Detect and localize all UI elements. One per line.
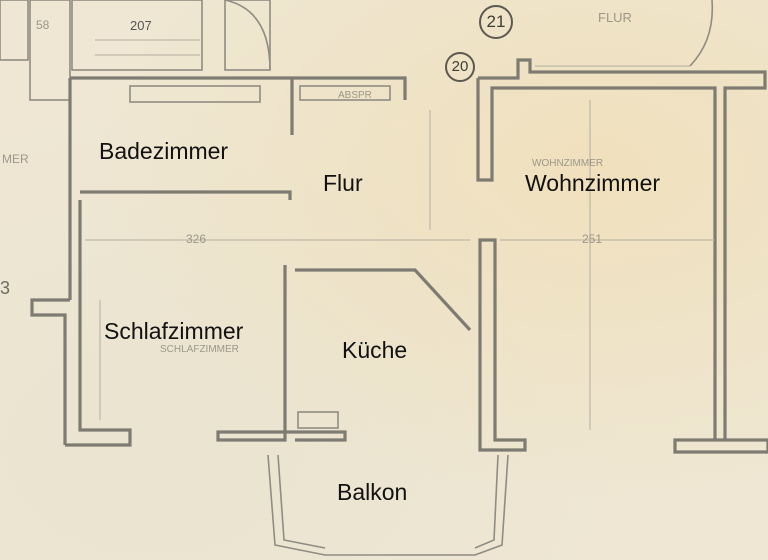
faded-schlafzimmer: SCHLAFZIMMER bbox=[160, 344, 239, 355]
wall-flur-top bbox=[292, 76, 407, 100]
wall-bath-bottom bbox=[80, 190, 292, 200]
faded-room-number: 207 bbox=[130, 18, 152, 33]
faded-mer: MER bbox=[2, 152, 29, 166]
wall-kitchen-bottom bbox=[290, 430, 347, 442]
wall-living-top bbox=[476, 78, 717, 440]
upper-stair-room bbox=[71, 0, 203, 71]
label-flur: Flur bbox=[323, 170, 363, 196]
door-arc-top-right bbox=[689, 0, 714, 67]
label-schlafzimmer: Schlafzimmer bbox=[104, 318, 244, 344]
room-marker-21-text: 21 bbox=[486, 12, 506, 31]
room-marker-20: 20 bbox=[445, 52, 475, 82]
upper-door-arc bbox=[224, 0, 271, 71]
faded-wohnzimmer: WOHNZIMMER bbox=[532, 158, 604, 169]
upper-left-room bbox=[29, 0, 71, 101]
label-wohnzimmer: Wohnzimmer bbox=[525, 170, 661, 196]
wall-kitchen-top bbox=[295, 268, 472, 332]
balcony-outline bbox=[267, 454, 509, 556]
faded-dim-251: 251 bbox=[582, 232, 603, 246]
faded-dim-326: 326 bbox=[186, 232, 207, 246]
room-marker-20-text: 20 bbox=[451, 58, 469, 75]
faded-abspr: ABSPR bbox=[338, 90, 372, 101]
wall-bedroom-right bbox=[216, 265, 290, 442]
label-balkon: Balkon bbox=[337, 479, 408, 505]
kitchen-stove bbox=[297, 411, 339, 429]
wall-living-top-right bbox=[478, 58, 767, 440]
faded-left-3: 3 bbox=[0, 278, 11, 298]
wall-bedroom-outer bbox=[30, 298, 70, 445]
wall-bedroom-left bbox=[65, 200, 132, 447]
upper-bath-fixtures bbox=[224, 0, 271, 71]
wall-living-bottom bbox=[673, 438, 768, 454]
faded-flur-top: FLUR bbox=[598, 10, 632, 25]
faded-58: 58 bbox=[36, 18, 50, 32]
wall-living-left bbox=[478, 238, 527, 452]
upper-left-closet bbox=[0, 0, 29, 61]
room-marker-21: 21 bbox=[479, 5, 513, 39]
bath-tub bbox=[129, 85, 261, 103]
bath-sink bbox=[299, 85, 391, 101]
label-kueche: Küche bbox=[342, 337, 408, 363]
label-badezimmer: Badezimmer bbox=[99, 138, 229, 164]
